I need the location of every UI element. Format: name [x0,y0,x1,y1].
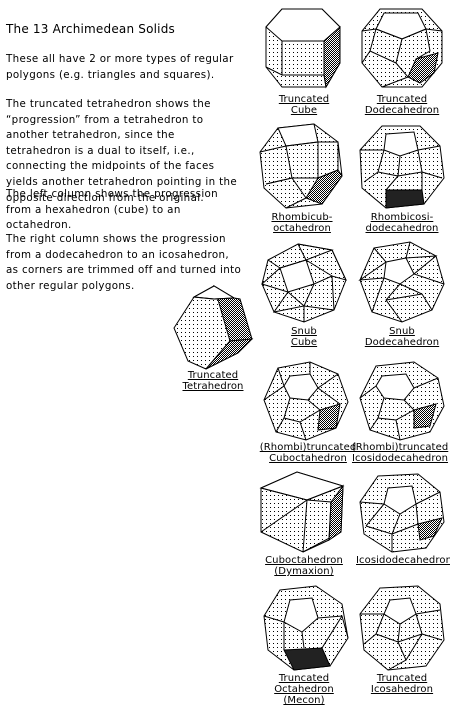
caption-left-3: (Rhombi)truncated Cuboctahedron [259,442,357,464]
snub-dodecahedron-image [358,241,445,323]
truncated-tetrahedron-image [173,284,254,370]
truncated-icosidodecahedron-image [359,361,445,441]
cuboctahedron-image [259,471,345,553]
caption-right-0: Truncated Dodecahedron [364,94,440,116]
tetrahedron-paragraph: The truncated tetrahedron shows the “pro… [6,98,238,204]
truncated-cube-image [265,8,341,89]
icosidodecahedron-image [359,473,445,553]
caption-left-0: Truncated Cube [278,94,330,116]
caption-right-3: (Rhombi)truncated Icosidodecahedron [351,442,449,464]
rhombicuboctahedron-image [259,123,343,209]
caption-right-4: Icosidodecahedron [356,555,450,566]
truncated-octahedron-image [263,585,349,671]
snub-cube-image [261,243,347,323]
truncated-icosahedron-image [359,585,445,671]
caption-left-2: Snub Cube [290,326,318,348]
caption-right-5: Truncated Icosahedron [370,673,434,695]
page-title: The 13 Archimedean Solids [6,22,175,36]
right-column-paragraph: The right column shows the progression f… [6,233,242,292]
truncated-cuboctahedron-image [263,361,349,441]
left-column-paragraph: The left column shows the progression fr… [6,188,219,232]
caption-left-1: Rhombicub- octahedron [271,212,333,234]
truncated-dodecahedron-image [361,8,443,88]
caption-left-4: Cuboctahedron (Dymaxion) [265,555,343,577]
rhombicosidodecahedron-image [359,125,445,209]
caption-right-1: Rhombicosi- dodecahedron [365,212,439,234]
caption-right-2: Snub Dodecahedron [364,326,440,348]
caption-left-5: Truncated Octahedron (Mecon) [274,673,334,706]
intro-paragraph: These all have 2 or more types of regula… [6,53,234,81]
caption-truncated-tetrahedron: Truncated Tetrahedron [182,370,244,392]
